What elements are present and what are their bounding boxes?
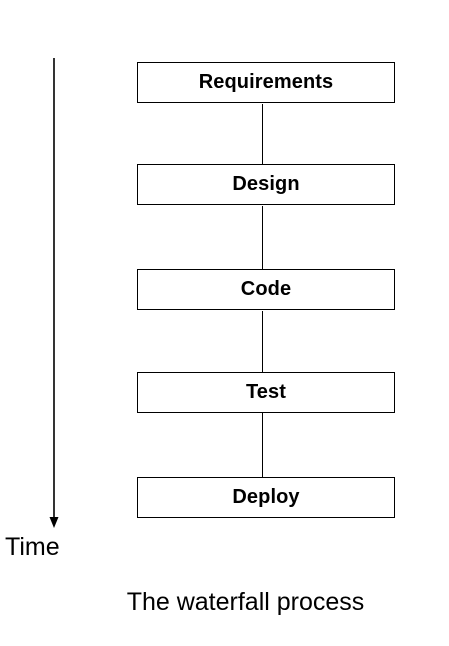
- connector-requirements-design: [262, 104, 263, 164]
- stage-design: Design: [137, 164, 395, 205]
- stage-label: Design: [232, 173, 300, 195]
- connector-test-deploy: [262, 413, 263, 477]
- stage-requirements: Requirements: [137, 62, 395, 103]
- stage-label: Deploy: [232, 486, 300, 508]
- connector-code-test: [262, 311, 263, 372]
- stage-deploy: Deploy: [137, 477, 395, 518]
- stage-test: Test: [137, 372, 395, 413]
- time-axis-label: Time: [5, 533, 60, 561]
- stage-label: Code: [240, 278, 292, 300]
- connector-design-code: [262, 206, 263, 269]
- diagram-caption: The waterfall process: [126, 588, 365, 616]
- stage-label: Requirements: [198, 71, 334, 93]
- down-arrow-icon: [49, 58, 59, 528]
- stage-label: Test: [245, 381, 287, 403]
- stage-code: Code: [137, 269, 395, 310]
